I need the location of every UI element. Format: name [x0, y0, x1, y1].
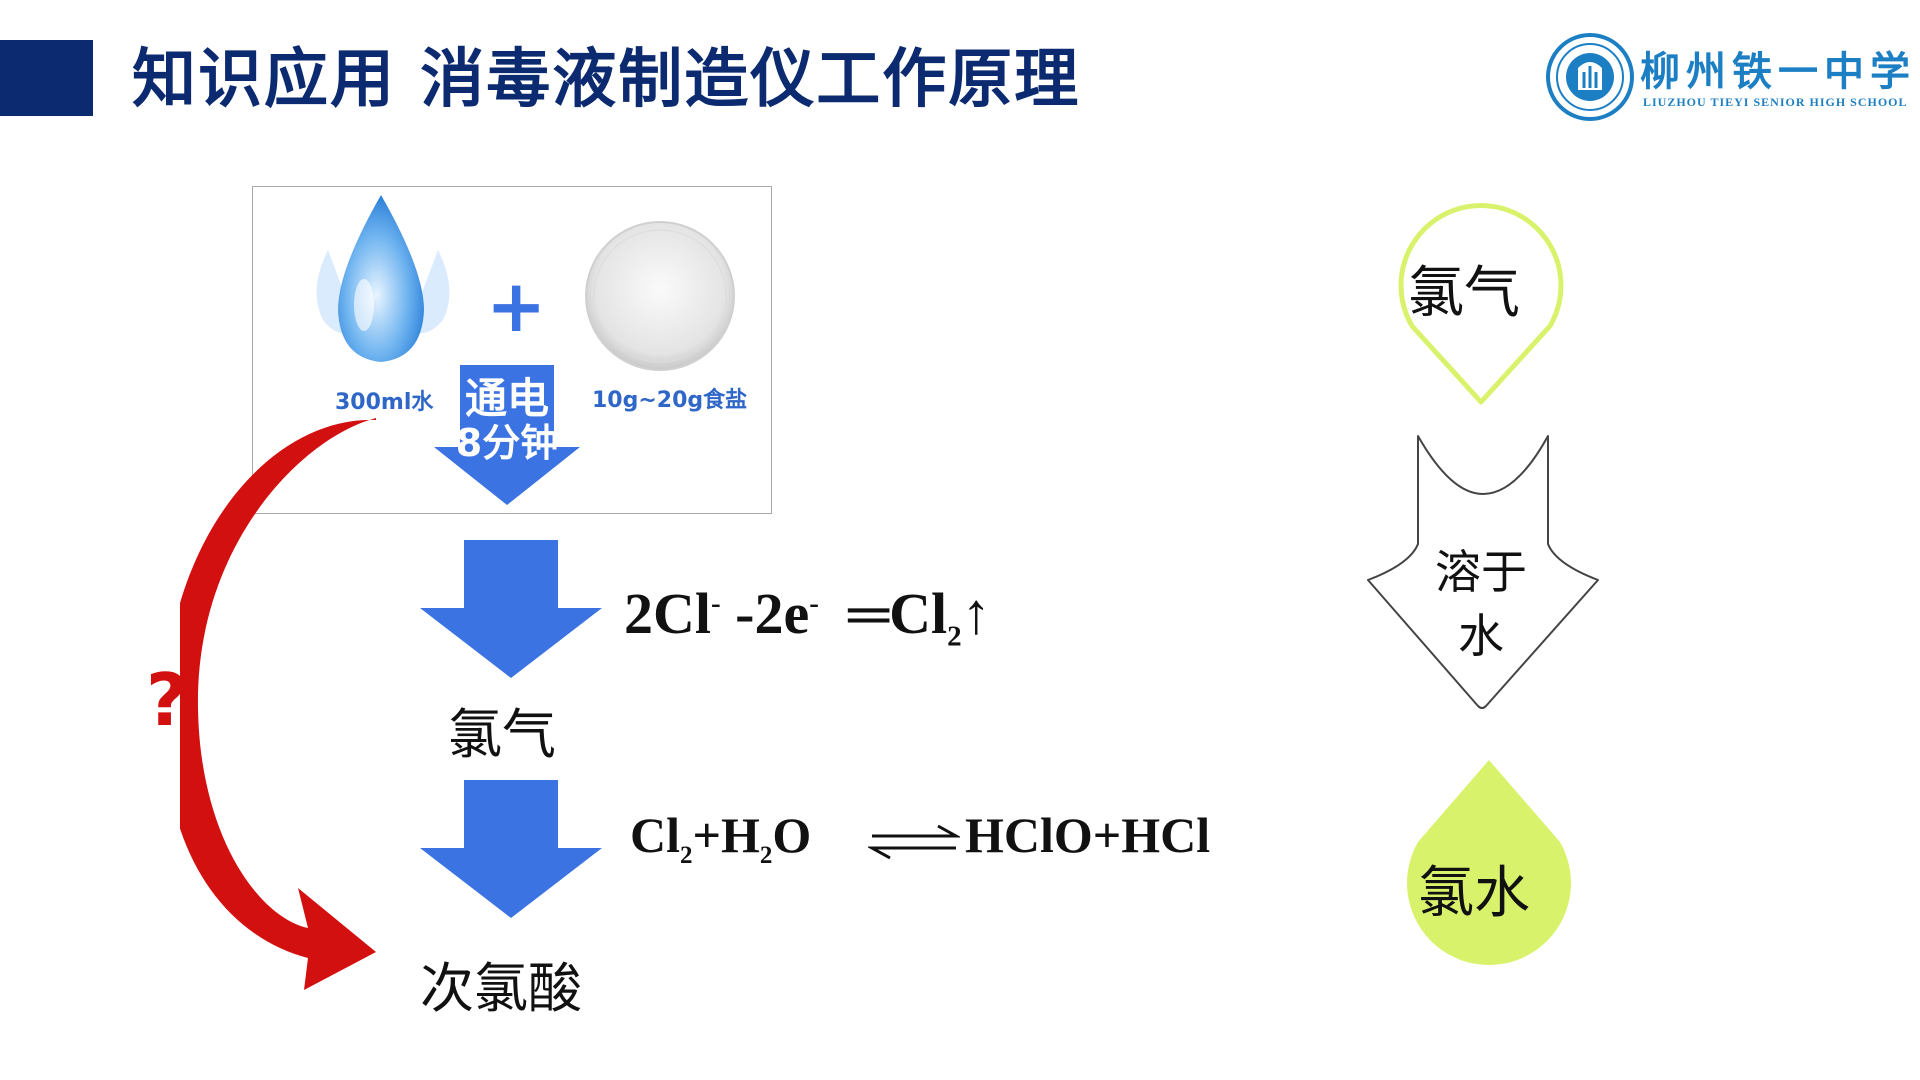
school-name: 柳州铁一中学 — [1640, 49, 1916, 95]
page-title: 知识应用 消毒液制造仪工作原理 — [132, 43, 1081, 117]
plus-sign: + — [486, 264, 547, 348]
hydrolysis-equation: Cl2+H2O — [630, 807, 812, 869]
flow-arrow-2 — [420, 780, 602, 918]
power-time: 8分钟 — [455, 421, 559, 465]
water-drop-icon — [316, 195, 450, 362]
question-mark: ? — [146, 658, 188, 742]
header-accent-bar — [0, 40, 93, 116]
dissolve-arrow-shape — [1367, 435, 1599, 709]
dissolve-label: 溶于 水 — [1416, 540, 1546, 668]
electrolysis-equation: 2Cl- -2e- — [624, 581, 819, 646]
power-arrow-icon — [434, 365, 580, 505]
dissolve-label-line1: 溶于 — [1435, 545, 1527, 599]
chlorine-water-drop-shape — [1407, 760, 1571, 966]
water-label: 300ml水 — [335, 390, 434, 415]
red-curved-arrow — [180, 418, 376, 990]
salt-dish-icon — [585, 221, 735, 371]
power-label: 通电 — [464, 374, 549, 423]
chlorine-pin-shape — [1398, 203, 1564, 405]
school-seal-icon — [1546, 33, 1634, 121]
chlorine-label: 氯气 — [448, 703, 556, 766]
chlorine-water-label: 氯水 — [1418, 861, 1530, 926]
hydrolysis-products: HClO+HCl — [965, 807, 1211, 863]
school-name-en: LIUZHOU TIEYI SENIOR HIGH SCHOOL — [1643, 95, 1908, 109]
flow-arrow-1 — [420, 540, 602, 678]
hypochlorous-acid-label: 次氯酸 — [420, 957, 582, 1020]
equilibrium-arrow-icon — [868, 824, 960, 860]
electrolysis-product: ═Cl2↑ — [848, 581, 991, 653]
dissolve-label-line2: 水 — [1458, 609, 1504, 663]
side-chlorine-label: 氯气 — [1408, 261, 1520, 326]
salt-label: 10g~20g食盐 — [592, 388, 748, 413]
